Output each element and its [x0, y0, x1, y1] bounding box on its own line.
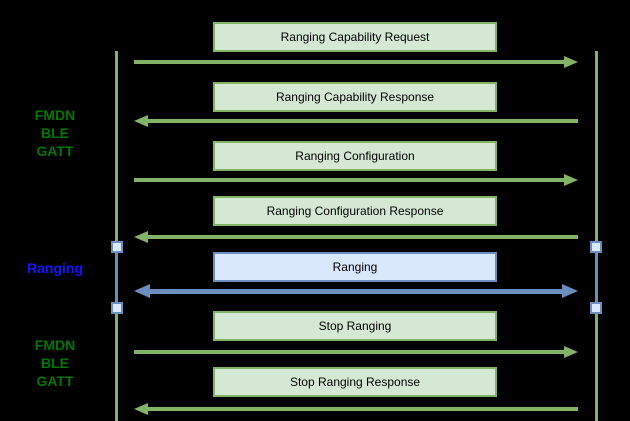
- message-arrow-left: [134, 402, 578, 416]
- arrow-shaft: [146, 119, 578, 123]
- message-arrow-bidirectional: [134, 284, 578, 298]
- message-arrow-left: [134, 114, 578, 128]
- arrowhead-left-icon: [134, 403, 148, 415]
- arrowhead-left-icon: [134, 231, 148, 243]
- phase-label-fmdn-ble-gatt-bottom: FMDN BLE GATT: [13, 336, 97, 390]
- message-box-stop-ranging: Stop Ranging: [213, 311, 497, 341]
- message-box-ranging-configuration: Ranging Configuration: [213, 141, 497, 171]
- right-lifeline: [595, 51, 598, 421]
- arrowhead-right-icon: [564, 174, 578, 186]
- arrowhead-right-icon: [562, 284, 578, 298]
- arrow-shaft: [134, 60, 566, 64]
- message-arrow-right: [134, 55, 578, 69]
- phase-label-line: BLE: [41, 355, 69, 371]
- arrow-shaft: [134, 178, 566, 182]
- phase-label-line: FMDN: [34, 337, 76, 353]
- activation-endpoint-square: [111, 302, 123, 314]
- activation-endpoint-square: [590, 302, 602, 314]
- message-arrow-left: [134, 230, 578, 244]
- arrow-shaft: [134, 350, 566, 354]
- phase-label-line: BLE: [41, 125, 69, 141]
- message-box-stop-ranging-response: Stop Ranging Response: [213, 367, 497, 397]
- activation-endpoint-square: [590, 241, 602, 253]
- ranging-activation-left: [115, 247, 118, 308]
- phase-label-line: GATT: [36, 373, 74, 389]
- arrowhead-right-icon: [564, 56, 578, 68]
- phase-label-line: FMDN: [34, 107, 76, 123]
- phase-label-ranging: Ranging: [13, 259, 97, 277]
- left-lifeline: [115, 51, 118, 421]
- message-box-ranging-capability-response: Ranging Capability Response: [213, 82, 497, 112]
- arrow-shaft: [146, 235, 578, 239]
- phase-label-line: Ranging: [27, 260, 83, 276]
- arrow-shaft: [146, 407, 578, 411]
- message-arrow-right: [134, 345, 578, 359]
- message-box-ranging-capability-request: Ranging Capability Request: [213, 22, 497, 52]
- arrowhead-left-icon: [134, 115, 148, 127]
- arrow-shaft: [147, 289, 565, 294]
- activation-endpoint-square: [111, 241, 123, 253]
- message-box-ranging-configuration-response: Ranging Configuration Response: [213, 196, 497, 226]
- message-arrow-right: [134, 173, 578, 187]
- phase-label-line: GATT: [36, 143, 74, 159]
- arrowhead-left-icon: [134, 284, 150, 298]
- message-box-ranging: Ranging: [213, 252, 497, 282]
- ranging-activation-right: [595, 247, 598, 308]
- arrowhead-right-icon: [564, 346, 578, 358]
- phase-label-fmdn-ble-gatt-top: FMDN BLE GATT: [13, 106, 97, 160]
